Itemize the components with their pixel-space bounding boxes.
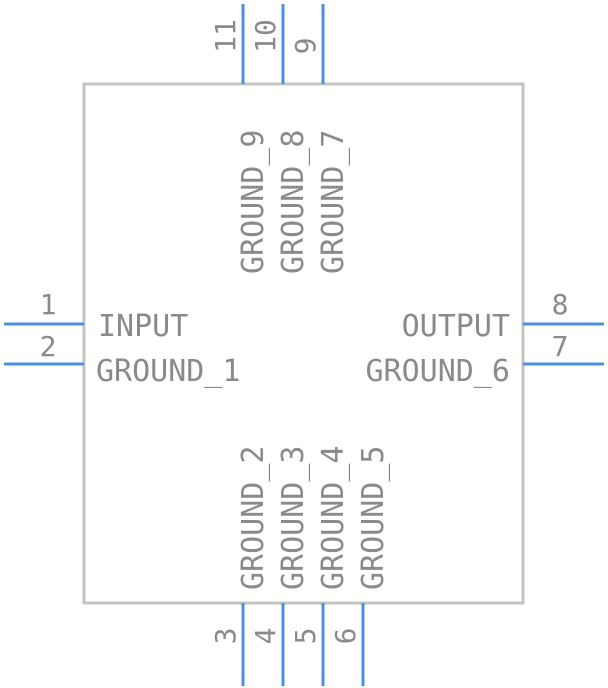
pin-6-name: GROUND_5	[356, 446, 391, 591]
pin-5-name: GROUND_4	[316, 446, 351, 591]
pin-8-name: OUTPUT	[402, 309, 510, 344]
pin-7-number: 7	[552, 330, 569, 363]
pin-3-name: GROUND_2	[236, 446, 271, 591]
pin-10-number: 10	[249, 19, 282, 53]
pin-4-number: 4	[249, 628, 282, 645]
pin-2-number: 2	[40, 330, 57, 363]
pin-11-name: GROUND_9	[236, 130, 271, 275]
component-body	[82, 82, 525, 605]
pin-2-name: GROUND_1	[96, 354, 241, 389]
pin-1-number: 1	[40, 288, 57, 321]
pin-4-name: GROUND_3	[276, 446, 311, 591]
pin-5-number: 5	[289, 628, 322, 645]
pin-8-number: 8	[552, 288, 569, 321]
pin-9-number: 9	[289, 38, 322, 55]
pin-10-name: GROUND_8	[276, 130, 311, 275]
pin-6-number: 6	[329, 628, 362, 645]
pin-3-number: 3	[209, 628, 242, 645]
pin-9-name: GROUND_7	[316, 130, 351, 275]
pin-11-number: 11	[209, 19, 242, 53]
pin-1-name: INPUT	[98, 309, 188, 344]
pin-7-name: GROUND_6	[366, 354, 511, 389]
